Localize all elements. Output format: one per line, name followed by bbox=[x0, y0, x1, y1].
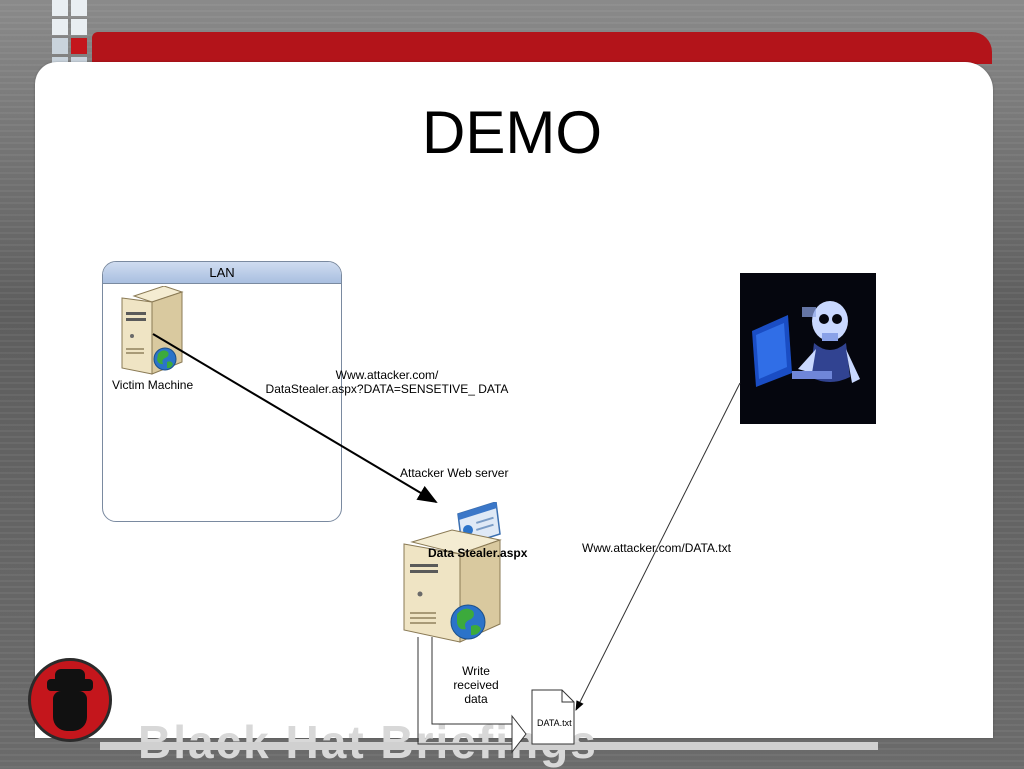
lan-container: LAN bbox=[102, 261, 342, 522]
hacker-skeleton-icon bbox=[740, 273, 876, 424]
data-file-icon bbox=[531, 689, 575, 745]
black-hat-logo-icon bbox=[28, 658, 112, 742]
victim-server-icon bbox=[121, 286, 184, 375]
data-file-label: DATA.txt bbox=[537, 718, 572, 728]
footer-strip bbox=[100, 742, 878, 750]
slide-title: DEMO bbox=[422, 99, 602, 166]
lan-label: LAN bbox=[103, 262, 341, 284]
write-received-data-label: Write received data bbox=[446, 664, 506, 706]
write-arrow-head bbox=[511, 714, 527, 754]
request-url-line1: Www.attacker.com/ bbox=[335, 368, 439, 382]
request-url-label: Www.attacker.com/ DataStealer.aspx?DATA=… bbox=[252, 368, 522, 396]
attacker-server-icon bbox=[403, 502, 502, 643]
victim-machine-label: Victim Machine bbox=[112, 378, 194, 392]
write-line3: data bbox=[464, 692, 488, 706]
attacker-web-server-label: Attacker Web server bbox=[400, 466, 509, 480]
request-url-line2: DataStealer.aspx?DATA=SENSETIVE_ DATA bbox=[265, 382, 509, 396]
fetch-url-label: Www.attacker.com/DATA.txt bbox=[582, 541, 731, 555]
request-arrow bbox=[152, 333, 438, 504]
header-red-band bbox=[92, 32, 992, 64]
write-line1: Write bbox=[462, 664, 490, 678]
fetch-arrow bbox=[575, 382, 741, 711]
data-stealer-app-label: Data Stealer.aspx bbox=[428, 546, 528, 560]
write-line2: received bbox=[453, 678, 499, 692]
hacker-image bbox=[740, 273, 876, 424]
write-arrow-inner bbox=[431, 637, 512, 725]
write-arrow-outer bbox=[417, 637, 512, 745]
